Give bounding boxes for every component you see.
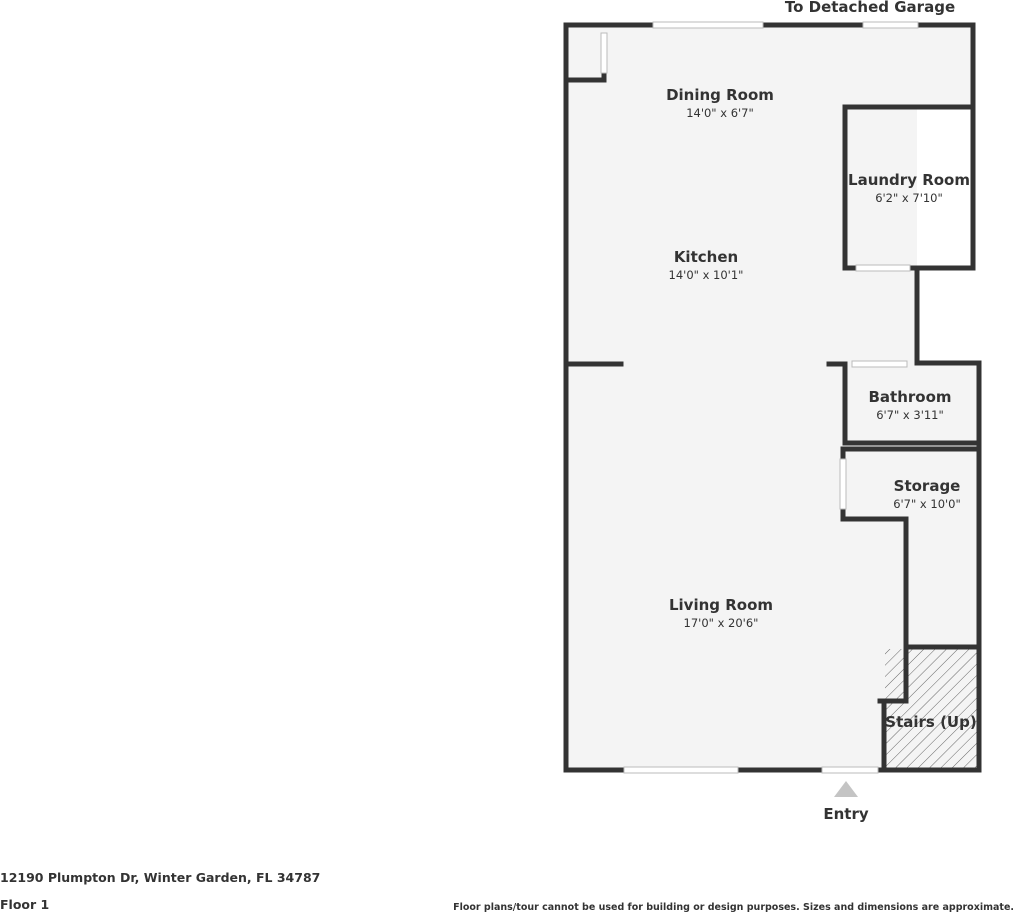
floor-label: Floor 1 xyxy=(0,897,50,912)
disclaimer-text: Floor plans/tour cannot be used for buil… xyxy=(453,902,1014,913)
entry-label: Entry xyxy=(823,805,868,823)
floor-area xyxy=(566,25,979,770)
door-garage xyxy=(862,21,919,29)
windows xyxy=(600,21,919,774)
room-name-laundry: Laundry Room xyxy=(848,171,970,189)
room-name-storage: Storage xyxy=(894,477,961,495)
walls xyxy=(563,22,982,773)
property-address: 12190 Plumpton Dr, Winter Garden, FL 347… xyxy=(0,870,321,885)
door-entry xyxy=(821,766,879,774)
room-name-living: Living Room xyxy=(669,596,773,614)
window-living-bottom xyxy=(623,766,739,774)
room-dims-storage: 6'7" x 10'0" xyxy=(893,497,961,511)
room-name-bathroom: Bathroom xyxy=(868,388,951,406)
room-name-dining: Dining Room xyxy=(666,86,774,104)
closet-door xyxy=(600,32,608,74)
room-name-stairs: Stairs (Up) xyxy=(885,713,976,731)
entry-arrow-icon xyxy=(834,781,858,797)
stairs-hatch xyxy=(885,649,977,768)
room-name-kitchen: Kitchen xyxy=(674,248,738,266)
room-dims-laundry: 6'2" x 7'10" xyxy=(875,191,943,205)
door-laundry xyxy=(855,264,911,272)
garage-label: To Detached Garage xyxy=(785,0,955,16)
door-storage xyxy=(839,458,847,510)
window-dining-top xyxy=(652,21,764,29)
room-dims-dining: 14'0" x 6'7" xyxy=(686,106,754,120)
room-dims-bathroom: 6'7" x 3'11" xyxy=(876,408,944,422)
room-dims-kitchen: 14'0" x 10'1" xyxy=(669,268,744,282)
room-dims-living: 17'0" x 20'6" xyxy=(684,616,759,630)
door-bathroom xyxy=(851,360,908,368)
